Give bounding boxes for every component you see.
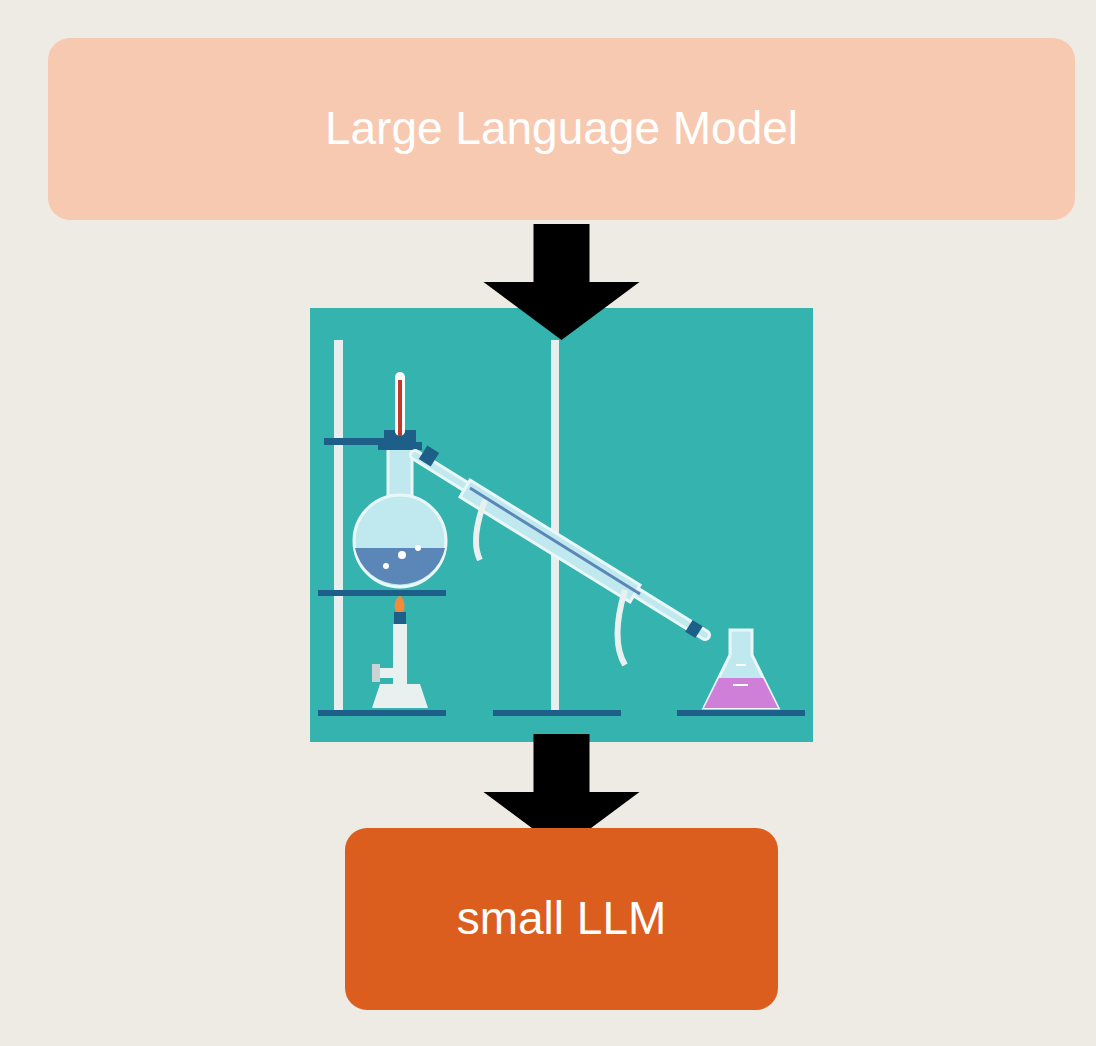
source-model-box: Large Language Model (48, 38, 1075, 220)
arrow-shaft (534, 734, 590, 793)
distilled-model-box: small LLM (345, 828, 778, 1010)
arrow-head (484, 282, 640, 340)
stand-base (318, 710, 446, 716)
node-label: Large Language Model (325, 101, 798, 156)
stand-shelf (318, 590, 446, 596)
bunsen-burner (372, 596, 428, 708)
block-arrow (484, 224, 640, 850)
stand-clamp (324, 438, 384, 445)
node-label: small LLM (457, 891, 667, 946)
stand-base (677, 710, 805, 716)
thermometer (395, 372, 405, 436)
condenser (415, 446, 705, 665)
erlenmeyer-flask (704, 630, 778, 708)
arrow-shaft (534, 224, 590, 283)
round-flask (354, 430, 446, 587)
stand-rod (334, 340, 343, 712)
stand-base (493, 710, 621, 716)
stand-rod (551, 340, 559, 712)
illustration-ground (310, 308, 813, 742)
